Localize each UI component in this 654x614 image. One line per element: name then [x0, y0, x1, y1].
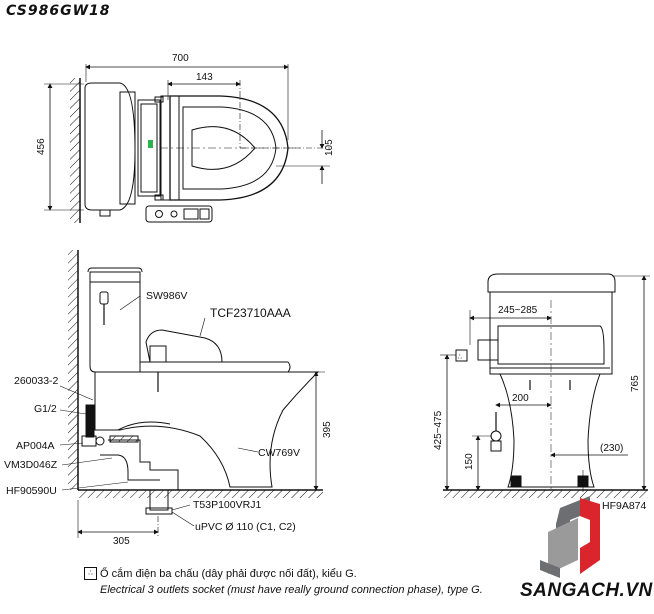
socket-icon: ∴ [84, 567, 97, 580]
indicator-light-icon [148, 140, 153, 148]
label-vm3d046z: VM3D046Z [4, 459, 58, 471]
drawing-title: CS986GW18 [6, 3, 111, 19]
svg-text:∴: ∴ [458, 354, 463, 361]
label-hf90590u: HF90590U [6, 485, 57, 497]
top-view [44, 64, 330, 223]
dim-200: 200 [512, 393, 529, 404]
label-hf9a874: HF9A874 [602, 500, 647, 512]
dim-456: 456 [36, 138, 47, 155]
side-view [59, 250, 325, 538]
brand-name: SANGACH.VN [520, 580, 653, 601]
dim-700: 700 [172, 53, 189, 64]
dim-143: 143 [196, 72, 213, 83]
label-seat-model: TCF23710AAA [210, 306, 291, 320]
remote-button-icon [155, 210, 163, 218]
label-pipe-model: T53P100VRJ1 [193, 499, 261, 511]
label-bowl-model: CW769V [258, 447, 300, 459]
dim-245-285: 245~285 [498, 305, 538, 316]
brand-logo-icon [540, 496, 600, 578]
dim-425-475: 425~475 [433, 410, 444, 450]
label-upvc: uPVC Ø 110 (C1, C2) [195, 521, 296, 533]
dim-150: 150 [464, 453, 475, 470]
dim-230: (230) [600, 443, 623, 454]
note-vietnamese: Ổ cắm điện ba chấu (dây phải được nối đấ… [100, 568, 357, 580]
dim-765: 765 [630, 375, 641, 392]
dim-105: 105 [324, 139, 335, 156]
label-g12: G1/2 [34, 403, 57, 415]
note-english: Electrical 3 outlets socket (must have r… [100, 584, 483, 596]
remote-button-icon [170, 210, 178, 218]
label-260033: 260033-2 [14, 375, 59, 387]
dim-395: 395 [322, 421, 333, 438]
dim-305: 305 [113, 536, 130, 547]
label-ap004a: AP004A [16, 440, 55, 452]
label-tank-model: SW986V [146, 290, 187, 302]
